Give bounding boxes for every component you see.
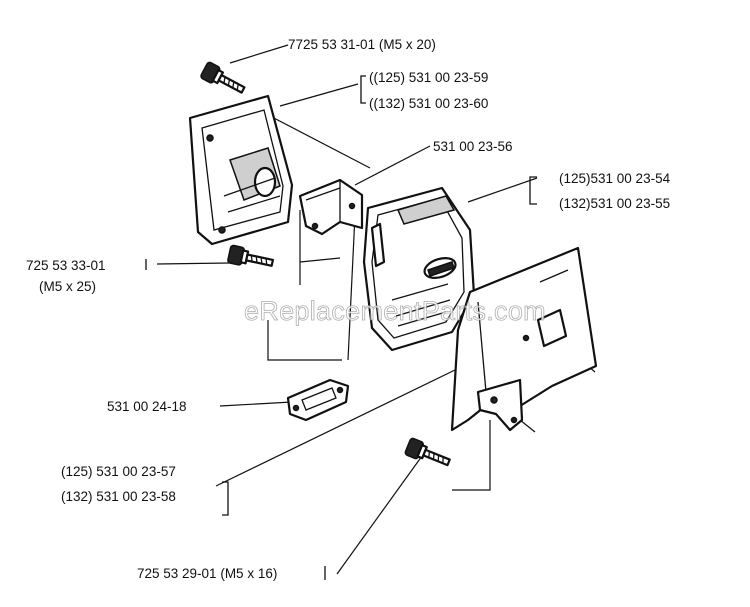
- leader-lines: [156, 44, 596, 575]
- callout-bolt-bottom: 725 53 29-01 (M5 x 16): [137, 566, 278, 581]
- callout-brackets: [145, 75, 537, 580]
- callout-cylinder-cover-132: ((132) 531 00 23-60: [369, 96, 489, 111]
- watermark: eReplacementParts.com: [244, 296, 546, 327]
- bracket-part: [298, 178, 364, 236]
- bolt-top-part: [200, 61, 246, 94]
- bolt-left-part: [227, 244, 275, 267]
- callout-bolt-left: 725 53 33-01: [26, 258, 106, 273]
- bolt-bottom-part: [404, 437, 451, 467]
- callout-bolt-left-size: (M5 x 25): [39, 279, 97, 294]
- heat-shield-part: [450, 246, 598, 432]
- gasket-part: [286, 378, 350, 422]
- callout-cylinder-cover-125: ((125) 531 00 23-59: [369, 70, 489, 85]
- callout-bracket: 531 00 23-56: [433, 139, 513, 154]
- callout-bolt-top: 7725 53 31-01 (M5 x 20): [288, 37, 436, 52]
- callout-heat-shield-125: (125) 531 00 23-57: [61, 464, 176, 479]
- cylinder-cover-part: [188, 94, 294, 246]
- callout-heat-shield-132: (132) 531 00 23-58: [61, 489, 176, 504]
- callout-muffler-132: (132)531 00 23-55: [559, 196, 671, 211]
- muffler-part: [362, 186, 476, 352]
- callout-gasket: 531 00 24-18: [107, 399, 187, 414]
- callout-muffler-125: (125)531 00 23-54: [559, 171, 671, 186]
